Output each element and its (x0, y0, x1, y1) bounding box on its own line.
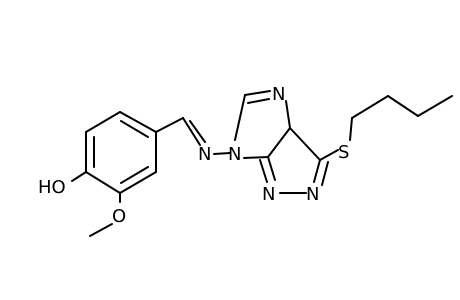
bond (244, 90, 271, 96)
bond (89, 223, 113, 237)
bond (189, 120, 206, 143)
bond (259, 159, 268, 183)
ring-nitrogen-label: N (306, 184, 319, 205)
imine-nitrogen-label: N (198, 144, 211, 165)
bicyclic-ring: N N N N (228, 84, 329, 205)
bond (417, 95, 453, 117)
bond (387, 95, 419, 117)
ring-nitrogen-label: N (272, 84, 285, 105)
bond (120, 120, 149, 138)
bond (319, 149, 339, 161)
sulfur-label: S (338, 142, 349, 163)
bond (119, 171, 157, 194)
bond (313, 159, 321, 183)
bond (234, 94, 246, 141)
bond (267, 127, 291, 158)
hydroxyl-label: HO (38, 177, 66, 198)
bond (213, 152, 231, 155)
bond (119, 111, 157, 133)
bond (85, 171, 121, 194)
bond (351, 95, 389, 119)
bond (71, 171, 87, 182)
bond (289, 127, 321, 161)
bond (243, 156, 269, 159)
bond (85, 111, 121, 133)
bond (120, 166, 149, 184)
bond (155, 117, 184, 133)
ring-nitrogen-label: N (228, 144, 241, 165)
bond (182, 117, 201, 146)
bond (285, 100, 291, 129)
methoxy-oxygen-label: O (112, 206, 126, 227)
bond (321, 161, 329, 186)
bond (247, 98, 270, 104)
bond (267, 156, 276, 181)
ring-nitrogen-label: N (262, 184, 275, 205)
bond (349, 117, 353, 141)
benzene-ring (85, 111, 157, 194)
